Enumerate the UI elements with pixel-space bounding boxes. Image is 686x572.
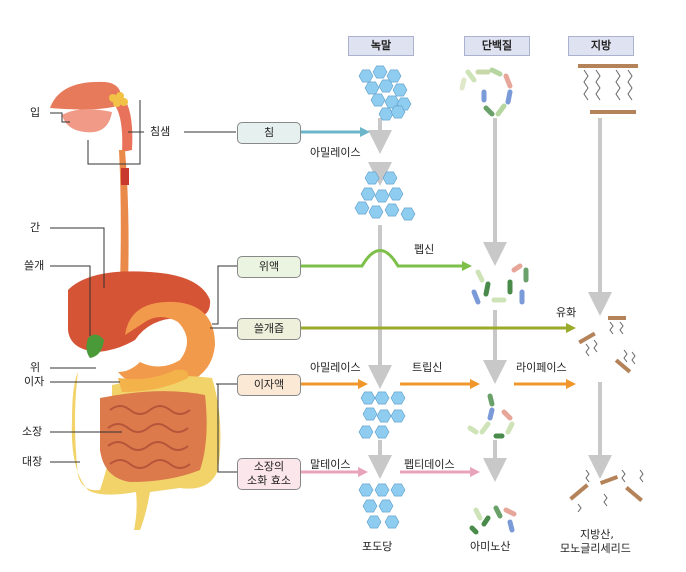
enzyme-pancreatic-amylase: 아밀레이스 <box>310 361 361 374</box>
enzyme-maltase: 말테이스 <box>310 458 351 471</box>
starch-hexagon <box>386 69 402 83</box>
protein-chain-mid <box>471 263 529 305</box>
fat-triglycerides-top <box>578 64 638 114</box>
glucose-hexagon <box>358 483 374 497</box>
dextrin-hexagon <box>374 189 390 203</box>
dextrin-hexagon <box>364 171 380 185</box>
maltose-hexagon <box>374 391 390 405</box>
esophagus-red <box>121 168 129 185</box>
starch-molecules <box>354 65 416 529</box>
box-bile: 쓸개즙 <box>237 318 301 340</box>
enzyme-lipase: 라이페이스 <box>516 361 567 374</box>
label-pancreas: 이자 <box>24 375 45 388</box>
intestinal-arrowhead-1 <box>358 467 368 477</box>
gallbladder <box>86 334 104 358</box>
gastric-arrow <box>300 249 462 268</box>
amino-acids <box>469 505 517 535</box>
label-mouth: 입 <box>30 106 41 119</box>
bile-arrowhead <box>566 323 576 333</box>
starch-hexagon <box>372 65 388 79</box>
label-salivary-gland: 침샘 <box>150 125 171 138</box>
salivary-gland <box>109 92 128 107</box>
glucose-hexagon <box>366 515 382 529</box>
header-starch: 녹말 <box>348 36 414 56</box>
box-intestinal-line1: 소장의 <box>253 460 285 473</box>
glucose-hexagon <box>374 483 390 497</box>
header-protein: 단백질 <box>464 36 530 56</box>
fatty-acids-monoglycerides <box>569 469 644 513</box>
head-upper-jaw <box>50 81 121 110</box>
starch-hexagon <box>390 105 406 119</box>
starch-hexagon <box>370 93 386 107</box>
box-pancreatic-juice: 이자액 <box>237 374 301 396</box>
pancreatic-arrowhead-3 <box>566 379 576 389</box>
label-emulsification: 유화 <box>556 306 577 319</box>
starch-hexagon <box>358 69 374 83</box>
box-gastric-juice: 위액 <box>237 256 301 278</box>
product-monoglyceride: 모노글리세리드 <box>560 542 631 555</box>
stomach <box>118 301 215 389</box>
maltose-hexagon <box>360 391 376 405</box>
starch-hexagon <box>378 107 394 121</box>
maltose-hexagon <box>362 407 378 421</box>
small-intestine-coils <box>107 405 191 469</box>
dextrin-hexagon <box>384 203 400 217</box>
saliva-arrowhead <box>360 127 370 137</box>
enzyme-pepsin: 펩신 <box>414 243 435 256</box>
maltose-hexagon <box>376 409 392 423</box>
gastric-arrowhead <box>462 261 472 271</box>
fat-emulsified <box>578 316 636 374</box>
protein-chain-low <box>467 393 515 439</box>
product-fatty-acid: 지방산, <box>580 528 614 541</box>
dextrin-hexagon <box>368 205 384 219</box>
glucose-hexagon <box>362 499 378 513</box>
box-intestinal-enzyme: 소장의 소화 효소 <box>237 458 301 490</box>
secretion-bracket-lines <box>184 131 237 473</box>
maltose-hexagon <box>390 391 406 405</box>
label-gallbladder: 쓸개 <box>24 259 45 272</box>
pancreatic-arrowhead-2 <box>470 379 480 389</box>
product-amino-acid: 아미노산 <box>470 540 511 553</box>
glucose-hexagon <box>378 499 394 513</box>
box-intestinal-line2: 소화 효소 <box>247 474 291 487</box>
label-stomach: 위 <box>30 361 41 374</box>
secretion-arrows <box>300 127 576 477</box>
dextrin-hexagon <box>360 187 376 201</box>
starch-hexagon <box>378 79 394 93</box>
enzyme-trypsin: 트립신 <box>412 361 443 374</box>
protein-chain-top <box>459 67 513 117</box>
dextrin-hexagon <box>354 201 370 215</box>
header-fat: 지방 <box>568 36 634 56</box>
maltose-hexagon <box>390 409 406 423</box>
glucose-hexagon <box>390 483 406 497</box>
label-liver: 간 <box>30 221 41 234</box>
dextrin-hexagon <box>400 207 416 221</box>
box-saliva: 침 <box>237 122 301 144</box>
starch-hexagon <box>364 81 380 95</box>
product-glucose: 포도당 <box>362 540 393 553</box>
pancreas <box>118 369 189 392</box>
tongue <box>62 109 112 133</box>
label-small-intestine: 소장 <box>22 425 43 438</box>
dextrin-hexagon <box>382 171 398 185</box>
starch-hexagon <box>392 83 408 97</box>
dextrin-hexagon <box>388 187 404 201</box>
organ-leader-lines <box>50 100 144 463</box>
enzyme-salivary-amylase: 아밀레이스 <box>310 146 361 159</box>
maltose-hexagon <box>358 425 374 439</box>
intestinal-arrowhead-2 <box>470 467 480 477</box>
digestive-system-illustration <box>50 81 221 530</box>
pancreatic-arrowhead-1 <box>358 379 368 389</box>
small-intestine <box>100 391 207 482</box>
enzyme-peptidase: 펩티데이스 <box>404 458 455 471</box>
glucose-hexagon <box>384 515 400 529</box>
label-large-intestine: 대장 <box>22 455 43 468</box>
maltose-hexagon <box>374 425 390 439</box>
